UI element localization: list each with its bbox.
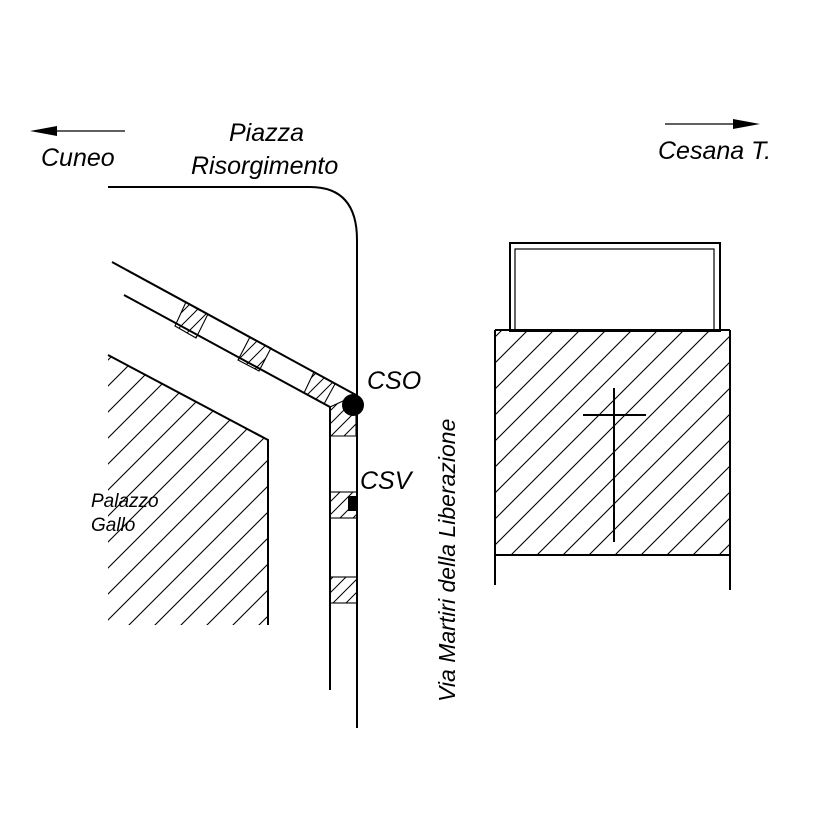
square-label-line1: Piazza — [229, 119, 304, 147]
arrow-east-icon — [665, 119, 760, 129]
church-building — [494, 242, 731, 590]
building-label-line2: Gallo — [91, 515, 135, 536]
west-destination-label: Cuneo — [41, 144, 115, 172]
arrow-west-icon — [30, 126, 125, 136]
cross-icon — [583, 388, 646, 542]
square-label-line2: Risorgimento — [191, 152, 338, 180]
csv-point-marker — [348, 496, 357, 511]
street-label: Via Martiri della Liberazione — [434, 419, 460, 702]
cso-point-marker — [342, 394, 364, 416]
road-edge — [108, 186, 358, 728]
building-label-line1: Palazzo — [91, 491, 159, 512]
csv-label: CSV — [360, 467, 414, 495]
palazzo-gallo-building — [107, 354, 269, 625]
east-destination-label: Cesana T. — [658, 137, 771, 165]
cso-label: CSO — [367, 367, 421, 395]
